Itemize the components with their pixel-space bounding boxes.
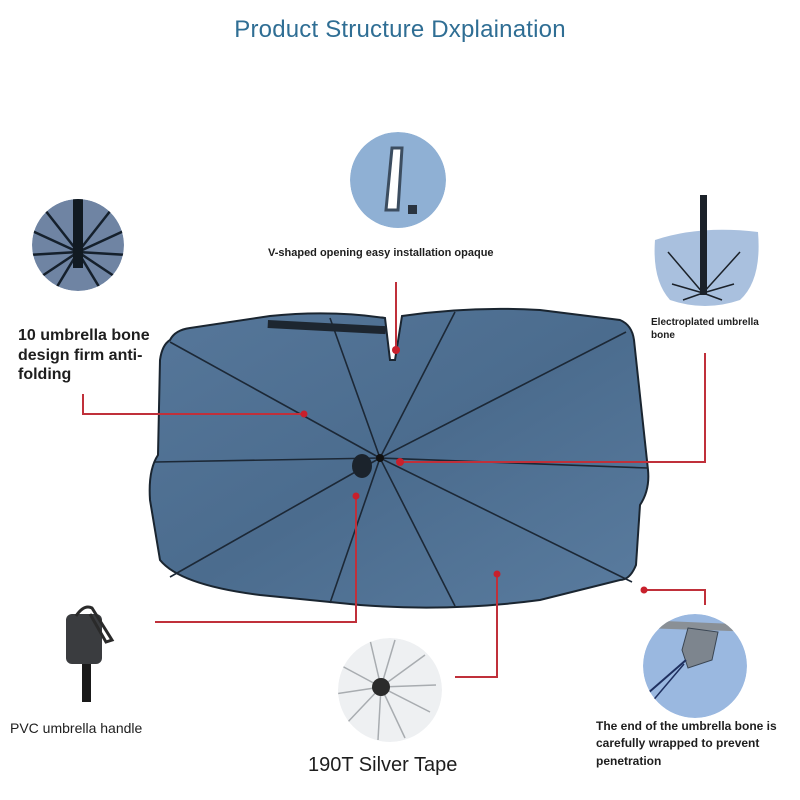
callout-umbrella-bone: 10 umbrella bone design firm anti-foldin… <box>18 327 150 384</box>
leader-dots <box>300 346 648 594</box>
v-opening-image <box>350 132 446 228</box>
silver-tape-image <box>338 638 442 742</box>
callout-electroplated: Electroplated umbrella bone <box>651 317 759 341</box>
leader-lines <box>82 282 706 678</box>
callout-silver-tape: 190T Silver Tape <box>308 754 458 776</box>
callout-bone-end: The end of the umbrella bone is carefull… <box>596 719 777 768</box>
rib-end-image <box>643 614 747 718</box>
electroplated-rib-image <box>654 195 759 306</box>
callout-v-opening: V-shaped opening easy installation opaqu… <box>268 247 494 259</box>
callout-handle: PVC umbrella handle <box>10 720 143 736</box>
page-title: Product Structure Dxplaination <box>234 16 566 43</box>
umbrella-ribs-image <box>32 199 124 291</box>
pvc-handle-image <box>66 605 115 702</box>
